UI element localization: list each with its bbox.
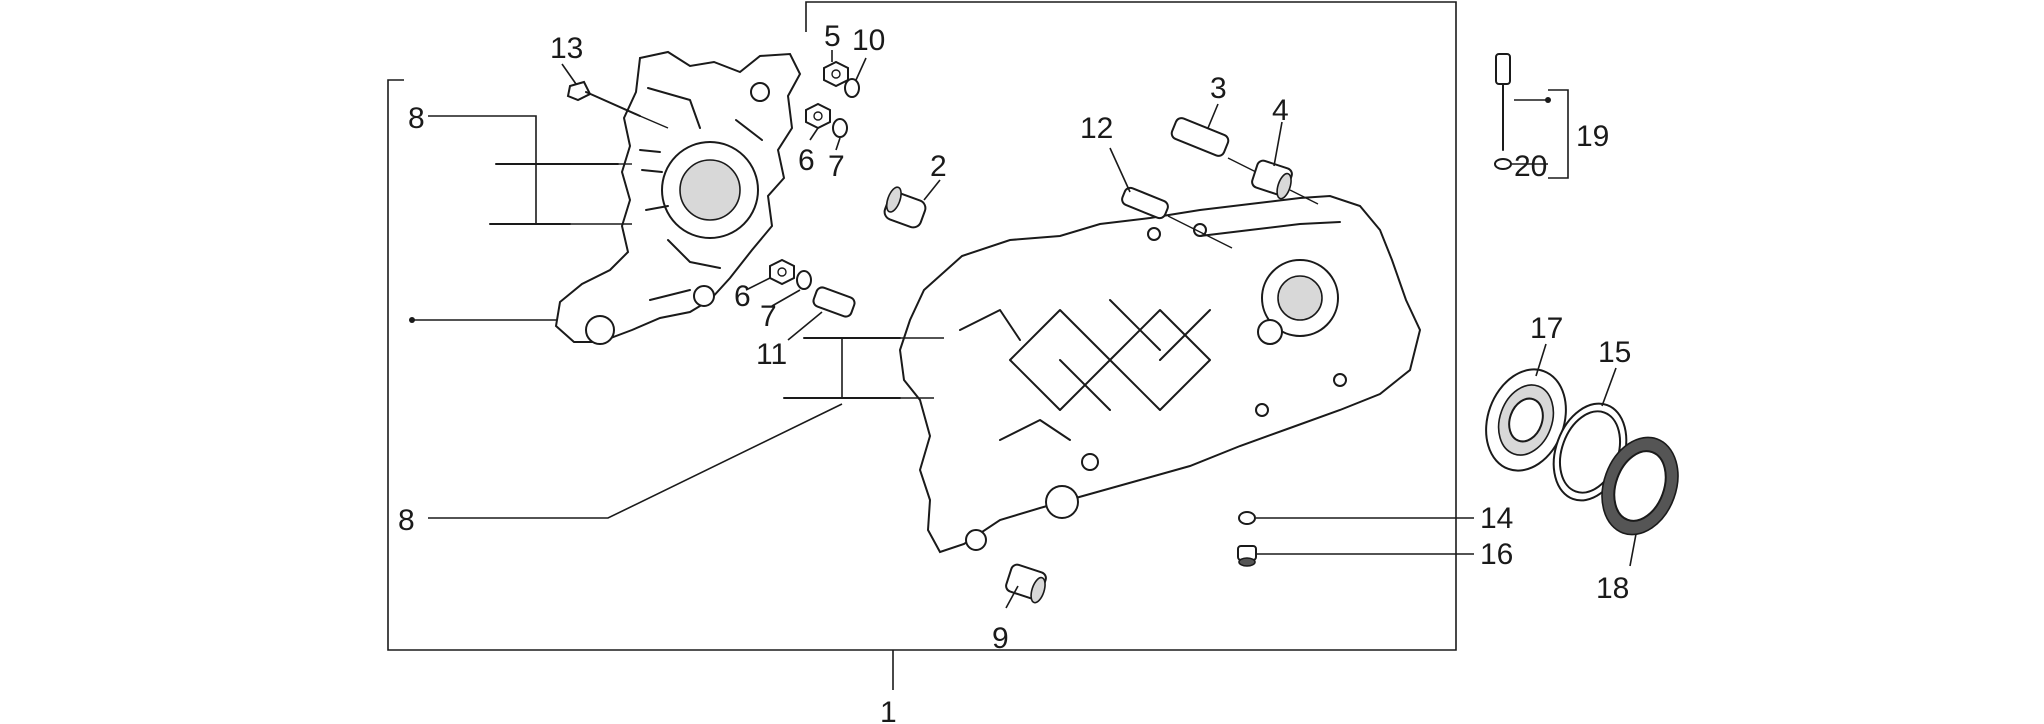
callout-16: 16 [1480,538,1513,571]
part-bushing-2 [883,186,927,229]
callout-labels: 1 2 3 4 5 6 6 7 7 8 8 9 10 11 12 13 14 1… [398,20,1631,724]
part-bearing-17 [1485,368,1567,472]
left-crankcase-half [554,50,802,345]
part-bushing-4 [1251,159,1319,205]
part-drain-plug [1237,511,1257,567]
part-dowel-pin-12 [1121,186,1233,249]
callout-20: 20 [1514,150,1547,183]
callout-5: 5 [824,20,841,53]
callout-14: 14 [1480,502,1513,535]
callout-13: 13 [550,32,583,65]
callout-10: 10 [852,24,885,57]
part-dowel-pin-11 [812,286,856,318]
callout-8b: 8 [398,504,415,537]
callout-8a: 8 [408,102,425,135]
callout-17: 17 [1530,312,1563,345]
callout-9: 9 [992,622,1009,655]
callout-3: 3 [1210,72,1227,105]
callout-15: 15 [1598,336,1631,369]
assembly-bracket [387,1,1457,690]
nuts-and-washers [769,60,860,290]
callout-1: 1 [880,696,897,724]
part-dowel-sleeve-3 [1170,117,1269,179]
part-oil-seal-18 [1601,436,1679,536]
callout-2: 2 [930,150,947,183]
callout-11: 11 [756,338,787,371]
right-crankcase-half [898,194,1422,554]
stud-bolts-upper [489,163,632,225]
callout-12: 12 [1080,112,1113,145]
callout-4: 4 [1272,94,1289,127]
leader-lines [428,50,1637,609]
part-screw-13 [566,80,669,129]
callout-7b: 7 [760,300,777,333]
callout-18: 18 [1596,572,1629,605]
callout-6a: 6 [798,144,815,177]
callout-19: 19 [1576,120,1609,153]
part-dipstick-19 [1494,53,1569,179]
callout-7a: 7 [828,150,845,183]
callout-6b: 6 [734,280,751,313]
